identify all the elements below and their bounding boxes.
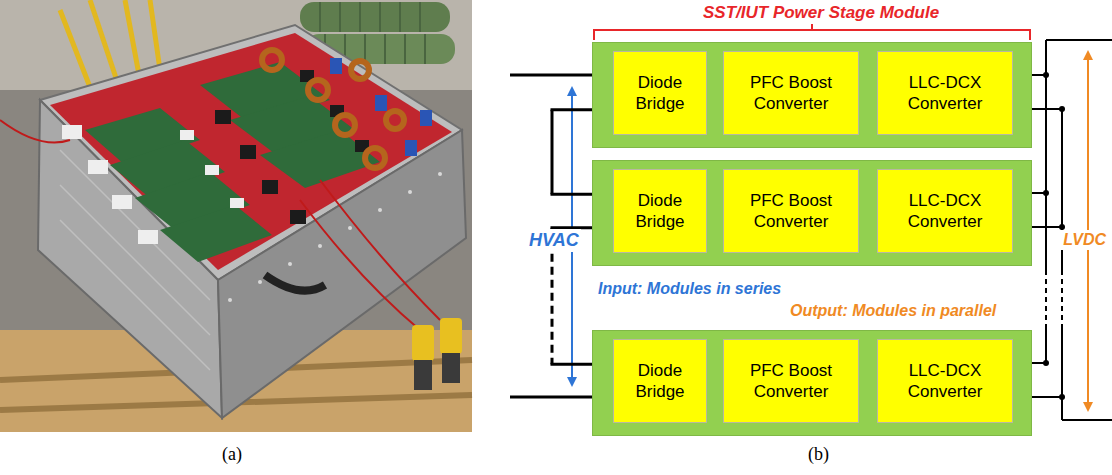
converter-block: Diode Bridge xyxy=(613,339,707,423)
converter-block: PFC Boost Converter xyxy=(723,169,859,253)
voltage-label: HVAC xyxy=(527,229,581,252)
panel-label: (b) xyxy=(808,444,829,465)
current-clamps xyxy=(412,318,462,390)
probe-wires xyxy=(0,120,440,330)
blue-capacitors xyxy=(330,58,432,156)
block-label: LLC-DCX Converter xyxy=(882,72,1008,115)
photo-background xyxy=(0,0,472,432)
converter-block: PFC Boost Converter xyxy=(723,51,859,135)
annotation: Output: Modules in parallel xyxy=(790,302,996,320)
block-label: Diode Bridge xyxy=(618,360,702,403)
converter-block: Diode Bridge xyxy=(613,51,707,135)
converter-block: LLC-DCX Converter xyxy=(877,51,1013,135)
white-connectors xyxy=(62,125,244,244)
block-label: LLC-DCX Converter xyxy=(882,360,1008,403)
circuit-boards xyxy=(85,62,380,262)
annotation: Input: Modules in series xyxy=(598,280,781,298)
converter-block: LLC-DCX Converter xyxy=(877,339,1013,423)
converter-block: PFC Boost Converter xyxy=(723,339,859,423)
module-band: SST/IUT Power Stage ModuleDiode BridgePF… xyxy=(592,42,1032,148)
block-label: PFC Boost Converter xyxy=(728,360,854,403)
block-label: PFC Boost Converter xyxy=(728,190,854,233)
block-label: LLC-DCX Converter xyxy=(882,190,1008,233)
wire-segment xyxy=(551,110,554,194)
module-heading: SST/IUT Power Stage Module xyxy=(703,3,939,23)
module-bracket xyxy=(594,24,1030,40)
block-label: PFC Boost Converter xyxy=(728,72,854,115)
enclosure-side xyxy=(218,130,466,418)
module-band: Diode Bridge PFC Boost Converter LLC-DCX C… xyxy=(592,330,1032,436)
panel-label: (a) xyxy=(222,444,242,465)
converter-block: LLC-DCX Converter xyxy=(877,169,1013,253)
converter-block: Diode Bridge xyxy=(613,169,707,253)
block-label: Diode Bridge xyxy=(618,190,702,233)
toroid-inductors xyxy=(262,50,404,168)
module-band: Diode Bridge PFC Boost Converter LLC-DCX C… xyxy=(592,160,1032,266)
handle xyxy=(265,275,325,291)
voltage-label: LVDC xyxy=(1061,230,1108,250)
black-components xyxy=(215,70,369,224)
block-label: Diode Bridge xyxy=(618,72,702,115)
